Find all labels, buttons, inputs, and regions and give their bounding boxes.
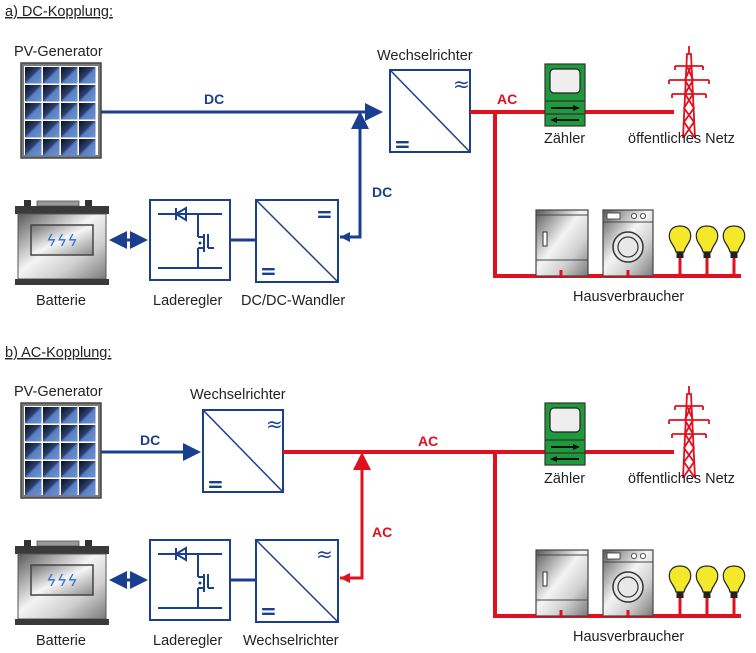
bulb-icon (668, 565, 692, 599)
dc-symbol-icon: = (316, 202, 333, 226)
bulb-icon (722, 565, 746, 599)
dcdc-converter-block: = = (255, 199, 339, 283)
grid-label: öffentliches Netz (628, 131, 735, 147)
battery-icon (14, 539, 110, 626)
meter-label: Zähler (544, 471, 585, 487)
dc-symbol-icon: = (260, 599, 277, 623)
section-dc-coupling: a) DC-Kopplung: PV-Generator DC Wechselr… (5, 4, 746, 309)
bulb-icon (722, 225, 746, 259)
pv-generator-label: PV-Generator (14, 44, 103, 60)
dryer-icon (535, 209, 589, 277)
consumers-label: Hausverbraucher (573, 289, 684, 305)
ac-line-battery-up (340, 452, 371, 580)
charger-label: Laderegler (153, 633, 222, 649)
pv-generator-label: PV-Generator (14, 384, 103, 400)
dc-label-main: DC (204, 91, 224, 107)
power-pylon-icon (668, 385, 710, 479)
dc-label: DC (140, 432, 160, 448)
charger-label: Laderegler (153, 293, 222, 309)
ac-line-consumers (493, 452, 741, 618)
arrow-into-converter-icon (340, 232, 350, 242)
washing-machine-icon (602, 209, 654, 277)
pv-panel-icon (20, 62, 102, 159)
meter-icon (544, 402, 586, 466)
washing-machine-icon (602, 549, 654, 617)
ac-symbol-icon: ≈ (316, 542, 333, 566)
inverter-block: ≈ = (202, 409, 284, 496)
dc-symbol-icon: = (207, 472, 224, 496)
meter-label: Zähler (544, 131, 585, 147)
bulb-icon (668, 225, 692, 259)
consumers-label: Hausverbraucher (573, 629, 684, 645)
converter-label: Wechselrichter (243, 633, 339, 649)
arrow-into-inverter-icon (340, 573, 350, 583)
battery-icon (14, 199, 110, 286)
dc-symbol-icon: = (394, 132, 411, 156)
bulb-icon (695, 565, 719, 599)
ac-line-consumers (493, 112, 741, 278)
pv-panel-icon (20, 402, 102, 499)
ac-label-vertical: AC (372, 524, 392, 540)
section-b-title: b) AC-Kopplung: (5, 345, 111, 361)
grid-label: öffentliches Netz (628, 471, 735, 487)
ac-label: AC (497, 91, 517, 107)
power-pylon-icon (668, 45, 710, 139)
ac-label-main: AC (418, 433, 438, 449)
section-ac-coupling: b) AC-Kopplung: PV-Generator DC Wechselr… (5, 345, 746, 649)
bulb-icon (695, 225, 719, 259)
dc-symbol-icon: = (260, 259, 277, 283)
section-a-title: a) DC-Kopplung: (5, 4, 113, 20)
battery-label: Batterie (36, 293, 86, 309)
battery-label: Batterie (36, 633, 86, 649)
inverter-label: Wechselrichter (190, 387, 286, 403)
dc-line-converter-up (340, 111, 369, 239)
inverter-block: ≈ = (389, 69, 471, 156)
ac-symbol-icon: ≈ (266, 412, 283, 436)
charge-controller-icon (149, 199, 231, 281)
inverter-label: Wechselrichter (377, 48, 473, 64)
battery-inverter-block: ≈ = (255, 539, 339, 623)
ac-symbol-icon: ≈ (453, 72, 470, 96)
converter-label: DC/DC-Wandler (241, 293, 345, 309)
meter-icon (544, 63, 586, 127)
dc-label-vertical: DC (372, 184, 392, 200)
charge-controller-icon (149, 539, 231, 621)
dryer-icon (535, 549, 589, 617)
